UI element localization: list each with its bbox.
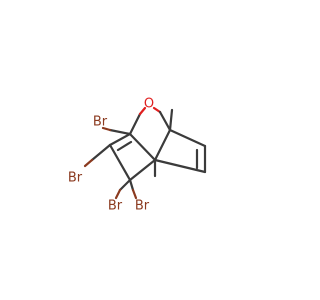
molecule-diagram: O Br Br Br Br: [68, 97, 207, 214]
bond-br4: [131, 188, 138, 200]
bond-c1-oxygen: [128, 112, 142, 136]
bond-c1-bridgehead: [128, 132, 157, 162]
bromine-label-2: Br: [68, 171, 83, 186]
bromine-label-4: Br: [135, 199, 150, 214]
bond-top-right-alkene: [168, 128, 207, 148]
bond-c1-br1: [108, 128, 132, 136]
bond-br1: [101, 126, 112, 132]
bond-oxygen-top-right-2: [158, 110, 172, 132]
bond-oxygen-c1: [138, 106, 147, 116]
bond-c2-c3: [108, 143, 132, 182]
bond-c3-bridgehead: [128, 158, 157, 182]
bond-c2-br2: [90, 143, 112, 162]
bond-br3: [114, 188, 122, 200]
oxygen-label: O: [144, 97, 154, 112]
bond-methyl-top: [168, 108, 174, 132]
bond-oxygen-top-right: [152, 106, 162, 114]
bond-c2-c1-dbl-2: [116, 140, 133, 152]
bond-alkene-bottom: [153, 158, 207, 174]
bond-c3-br3: [118, 178, 132, 192]
bond-c2-c1-dbl: [108, 132, 132, 147]
bromine-label-1: Br: [93, 115, 108, 130]
bond-c3-br4: [128, 178, 135, 192]
bond-br2: [83, 158, 94, 168]
bond-bridgehead-top-right: [153, 128, 172, 162]
bromine-label-3: Br: [108, 199, 123, 214]
